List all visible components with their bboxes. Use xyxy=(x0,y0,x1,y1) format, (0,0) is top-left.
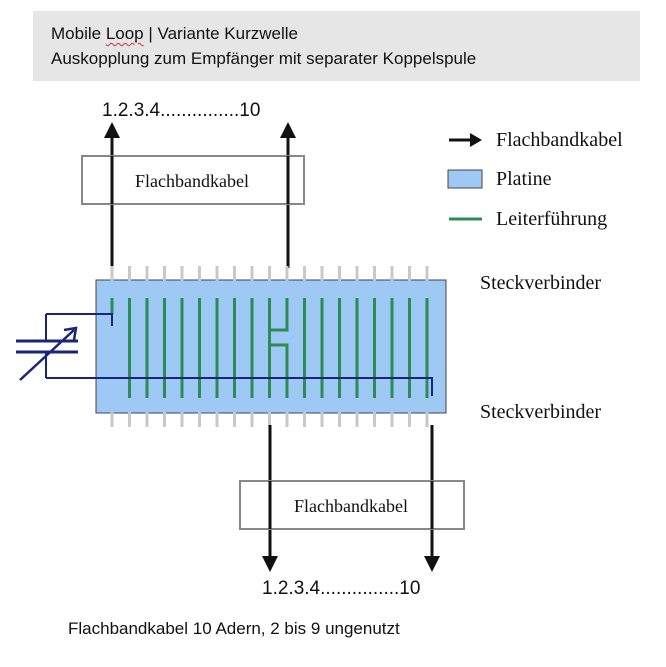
legend: Flachbandkabel Platine Leiterführung xyxy=(447,129,623,230)
bottom-arrow-10 xyxy=(424,556,440,572)
header-box: Mobile Loop | Variante Kurzwelle Auskopp… xyxy=(33,11,640,81)
top-arrow-10 xyxy=(280,122,296,138)
connector-bottom-label: Steckverbinder xyxy=(480,401,601,423)
connector-top-label: Steckverbinder xyxy=(480,272,601,294)
variable-capacitor-icon xyxy=(16,314,78,381)
top-numbering: 1.2.3.4...............10 xyxy=(102,100,260,121)
spellcheck-word: Loop xyxy=(105,24,144,43)
coupling-coil-wires xyxy=(46,313,433,396)
bottom-arrow-1 xyxy=(262,556,278,572)
legend-label-trace: Leiterführung xyxy=(496,208,607,230)
board-trace xyxy=(268,298,289,398)
bottom-cable-label: Flachbandkabel xyxy=(294,496,408,516)
legend-label-cable: Flachbandkabel xyxy=(496,129,623,151)
top-arrow-1 xyxy=(104,122,120,138)
header-subtitle: Auskopplung zum Empfänger mit separater … xyxy=(51,49,477,68)
connector-top-pins xyxy=(110,266,429,281)
connector-bottom-pins xyxy=(110,412,429,427)
legend-board-icon xyxy=(447,169,483,189)
coil-wire-bottom xyxy=(46,377,433,396)
board-traces xyxy=(110,298,429,398)
top-cable-box xyxy=(81,155,305,205)
footer-note: Flachbandkabel 10 Adern, 2 bis 9 ungenut… xyxy=(68,619,400,638)
top-cable-label: Flachbandkabel xyxy=(135,171,249,191)
header-title: Mobile Loop | Variante Kurzwelle xyxy=(51,24,298,43)
bottom-numbering: 1.2.3.4...............10 xyxy=(262,578,420,599)
legend-label-board: Platine xyxy=(496,168,552,190)
coil-wire-top xyxy=(46,313,113,326)
bottom-cable-box xyxy=(239,480,465,530)
